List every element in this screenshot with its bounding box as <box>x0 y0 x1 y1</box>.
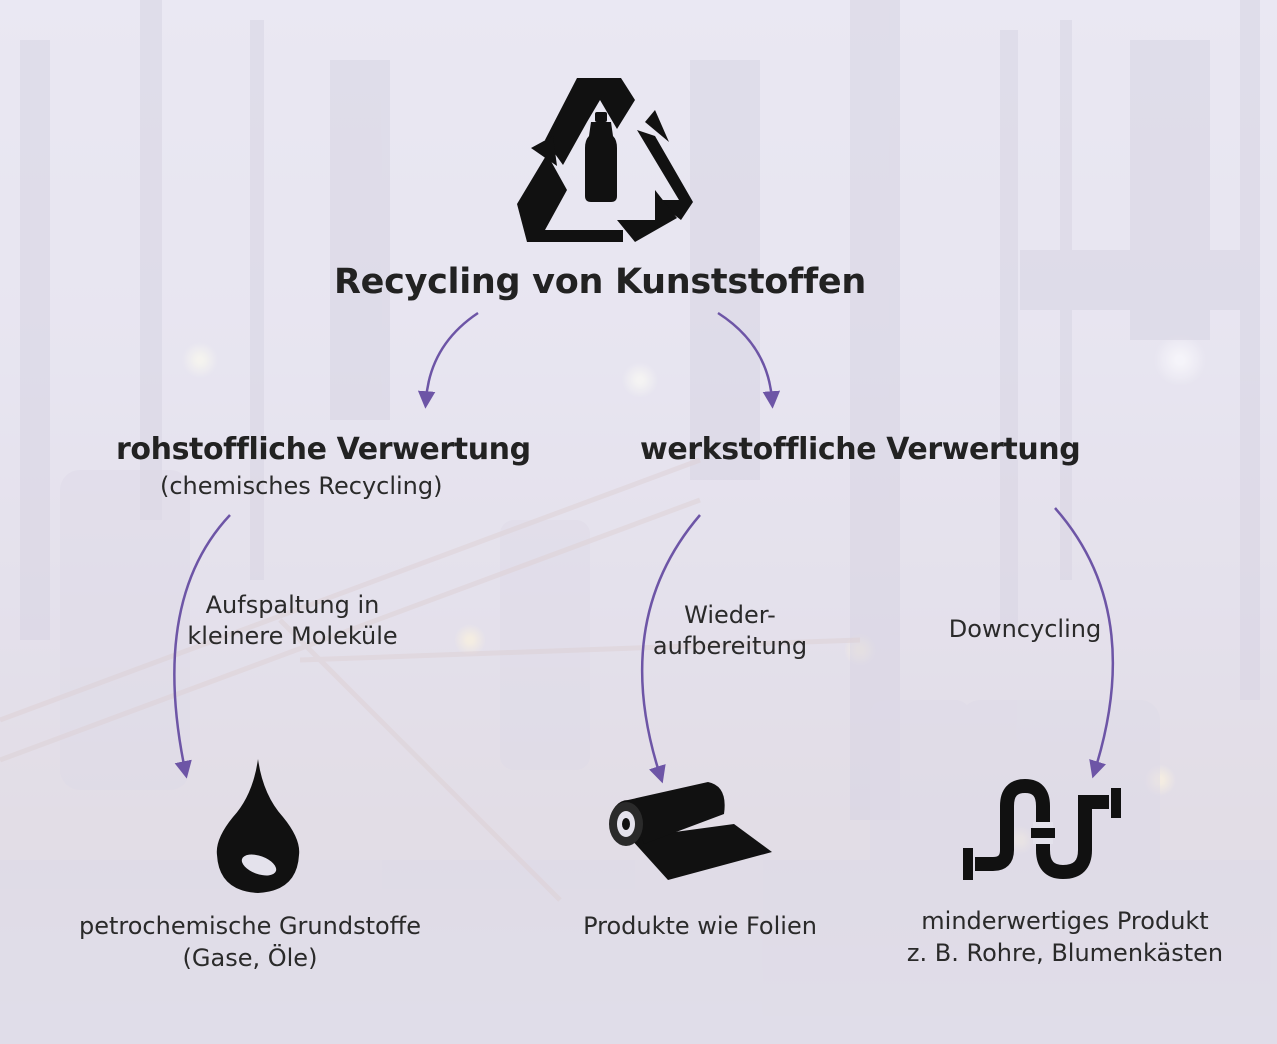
raw-result-caption: petrochemische Grundstoffe (Gase, Öle) <box>79 912 421 972</box>
arrow-to-material <box>717 311 781 409</box>
film-result-caption: Produkte wie Folien <box>583 912 817 940</box>
reprocess-label: Wieder- aufbereitung <box>652 601 808 660</box>
recycling-triangle-bottle-icon <box>517 78 693 242</box>
arrow-raw-to-oil <box>173 514 231 779</box>
material-branch-heading: werkstoffliche Verwertung <box>640 432 1081 467</box>
raw-process-label: Aufspaltung in kleinere Moleküle <box>187 591 398 650</box>
downcycling-result-caption: minderwertiges Produkt z. B. Rohre, Blum… <box>906 907 1224 967</box>
arrow-material-to-pipe <box>1054 507 1115 779</box>
pipe-icon <box>963 778 1121 880</box>
oil-drop-icon <box>216 759 300 893</box>
film-roll-icon <box>609 782 772 880</box>
page-title: Recycling von Kunststoffen <box>334 262 866 302</box>
raw-branch-subheading: (chemisches Recycling) <box>160 472 443 500</box>
arrow-to-raw <box>417 311 479 409</box>
arrow-material-to-film <box>640 514 701 784</box>
raw-branch-heading: rohstoffliche Verwertung <box>116 432 531 467</box>
downcycling-label: Downcycling <box>948 615 1102 643</box>
